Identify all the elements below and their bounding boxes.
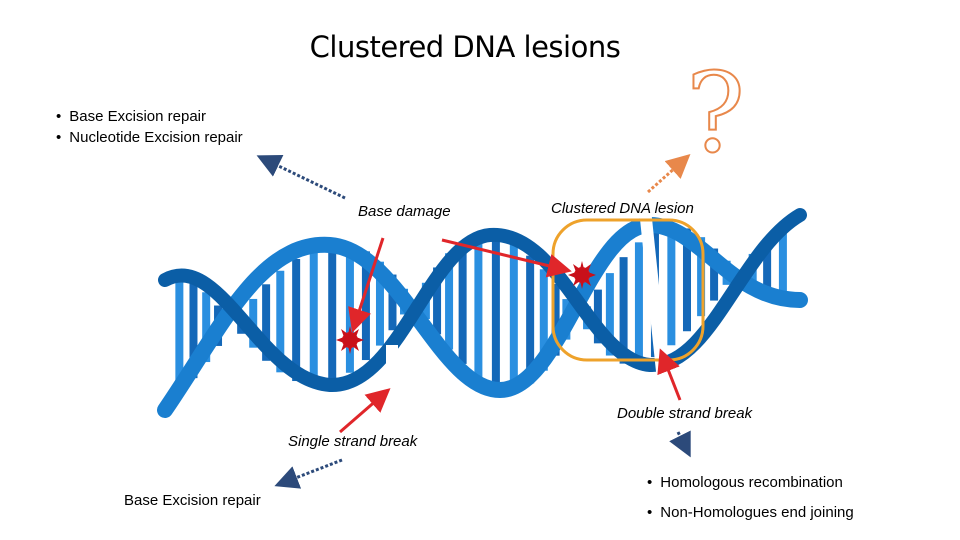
base-damage-repair-list: Base Excision repair Nucleotide Excision… (56, 106, 243, 148)
base-pair-rung (175, 275, 184, 395)
list-item: Nucleotide Excision repair (56, 127, 242, 148)
base-pair-rung (202, 292, 211, 363)
damage-site-base (336, 326, 364, 354)
page-title: Clustered DNA lesions (309, 30, 621, 64)
base-pair-rung (309, 250, 318, 386)
arrow-to-ber-ner (256, 155, 346, 200)
label-double-strand-break: Double strand break (617, 405, 753, 422)
clustered-lesion-box (551, 218, 705, 362)
base-pair-rung (634, 242, 643, 365)
base-pair-rung (697, 237, 706, 317)
base-pair-rung (388, 274, 397, 331)
base-pair-rung (491, 236, 500, 387)
base-pair-rung (276, 270, 285, 373)
arrow-single-strand-break (339, 388, 391, 434)
base-pair-rung (526, 255, 535, 384)
arrow-clustered-lesion (441, 238, 572, 278)
list-item: Non-Homologues end joining (647, 498, 853, 528)
base-pair-rung (445, 253, 454, 350)
list-item: Homologous recombination (647, 468, 854, 498)
dna-strand-a (157, 216, 808, 418)
arrow-base-damage (348, 237, 385, 333)
base-pair-rung (539, 269, 548, 371)
base-pair-rung (433, 267, 442, 335)
list-item: Base Excision repair (56, 106, 243, 127)
base-pair-rung (361, 251, 370, 361)
base-pair-rung (474, 235, 483, 377)
base-pair-rung (458, 241, 467, 364)
dna-strand-b (158, 208, 807, 393)
arrow-double-strand-break (657, 348, 682, 401)
label-base-damage: Base damage (358, 203, 451, 220)
arrow-to-ber (274, 458, 343, 489)
question-mark-icon: ? (685, 49, 746, 177)
base-pair-rung (593, 289, 602, 344)
base-pair-rung (710, 248, 719, 301)
base-pair-rung (551, 283, 560, 356)
dsb-repair-list: Homologous recombination Non-Homologues … (647, 468, 854, 528)
label-single-strand-break: Single strand break (288, 433, 418, 450)
base-pair-rung (605, 273, 614, 356)
label-clustered-lesion: Clustered DNA lesion (551, 200, 694, 217)
base-pair-rung (509, 244, 518, 390)
base-pair-rung (763, 239, 772, 293)
base-pair-rung (328, 245, 337, 382)
label-base-excision-repair: Base Excision repair (124, 492, 261, 509)
base-pair-rung (189, 281, 198, 379)
base-pair-rung (667, 225, 676, 346)
base-pair-rung (262, 284, 271, 361)
double-strand-break-gap (639, 214, 669, 376)
single-strand-break-gap (386, 345, 398, 397)
base-pair-rung (292, 258, 301, 382)
base-pair-rung (375, 261, 384, 346)
base-pair-rung (682, 228, 691, 332)
arrow-to-question (646, 153, 691, 194)
base-pair-rung (778, 226, 787, 299)
damage-site-cluster (568, 261, 596, 289)
base-pair-rung (619, 257, 628, 364)
arrow-to-dsb-repair (669, 430, 691, 458)
